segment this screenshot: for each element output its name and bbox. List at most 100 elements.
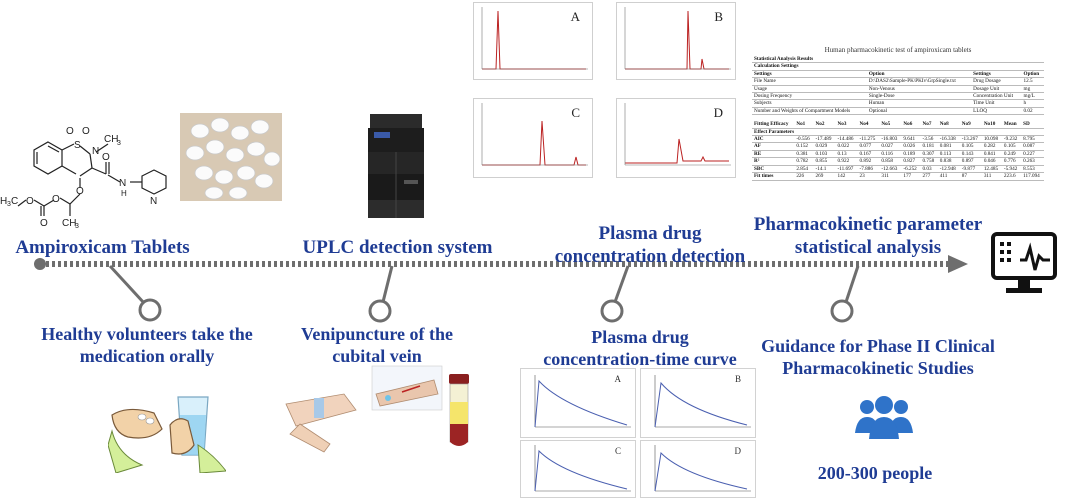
pk-fit-cell: -6.252 bbox=[901, 165, 921, 174]
pk-fit-cell: 2.854 bbox=[794, 165, 814, 174]
pk-settings-cell: 0.02 bbox=[1021, 107, 1044, 116]
pk-fit-cell: -16.338 bbox=[937, 135, 960, 144]
atom-o-carbonate: O bbox=[40, 218, 48, 229]
pk-report: Human pharmacokinetic test of ampiroxica… bbox=[752, 46, 1044, 186]
chromatogram-b: B bbox=[616, 2, 736, 80]
pk-fit-cell: 0.776 bbox=[1001, 157, 1022, 166]
atom-n-pyridine: N bbox=[150, 196, 157, 207]
pk-fit-cell: 223.6 bbox=[1001, 172, 1022, 181]
pk-settings-row: Calculation Settings bbox=[752, 62, 1044, 71]
label-plasma-detection-line2: concentration detection bbox=[554, 246, 746, 268]
pk-fit-cell: SBC bbox=[752, 165, 795, 174]
label-healthy-volunteers-line2: medication orally bbox=[79, 345, 215, 366]
curve-panel-a-label: A bbox=[614, 374, 622, 384]
pk-fit-cell: -3.56 bbox=[920, 135, 938, 144]
pk-settings-cell: Dosing Frequency bbox=[752, 92, 867, 101]
pk-fit-header-cell: No7 bbox=[920, 121, 938, 129]
pk-fit-cell: 0.855 bbox=[813, 157, 836, 166]
atom-o1: O bbox=[66, 126, 74, 137]
pk-fit-cell: Fit times bbox=[752, 172, 795, 181]
atom-n-amide: N bbox=[119, 178, 126, 189]
pk-fit-cell: -12.663 bbox=[879, 165, 902, 174]
label-pk-analysis-line2: statistical analysis bbox=[794, 237, 942, 259]
chromatogram-a: A bbox=[473, 2, 593, 80]
pk-fit-cell: 117.094 bbox=[1021, 172, 1044, 181]
pk-fit-header-cell: No5 bbox=[879, 121, 902, 129]
pk-fit-cell: 8.553 bbox=[1021, 165, 1044, 174]
pk-settings-cell bbox=[866, 56, 972, 64]
pk-settings-row: Statistical Analysis Results bbox=[752, 56, 1044, 64]
pk-fit-cell: -5.942 bbox=[1001, 165, 1022, 174]
chromatogram-d: D bbox=[616, 98, 736, 178]
chromatogram-d-label: D bbox=[713, 105, 723, 120]
pk-settings-cell: LLOQ bbox=[971, 107, 1022, 116]
pk-fit-cell: 177 bbox=[901, 172, 921, 181]
atom-o-ethoxy: O bbox=[26, 196, 34, 207]
pk-settings-cell: Subjects bbox=[752, 99, 867, 108]
pk-fit-cell: 411 bbox=[937, 172, 960, 181]
pk-fit-cell: -0.556 bbox=[794, 135, 814, 144]
label-guidance-line2: Pharmacokinetic Studies bbox=[782, 357, 974, 378]
pk-fit-cell: 0.897 bbox=[959, 157, 982, 166]
pk-fit-cell: -12.948 bbox=[937, 165, 960, 174]
pk-fit-cell: 10.098 bbox=[981, 135, 1002, 144]
pk-fit-cell: 0.152 bbox=[794, 142, 814, 151]
pk-settings-cell: Option bbox=[1021, 70, 1044, 79]
pk-fit-header-cell: No8 bbox=[937, 121, 960, 129]
atom-ch3-top-sub: 3 bbox=[117, 140, 121, 147]
pk-fit-header-cell: No10 bbox=[981, 121, 1002, 129]
pk-settings-cell: Human bbox=[866, 99, 972, 108]
label-concentration-time-curve: Plasma drug concentration-time curve bbox=[530, 327, 750, 371]
curve-panel-c: C bbox=[520, 440, 636, 498]
atom-h3c: H bbox=[0, 196, 7, 207]
atom-s: S bbox=[74, 140, 81, 151]
pk-fit-cell: 0.105 bbox=[1001, 142, 1022, 151]
atom-ch3-bottom: CH bbox=[62, 218, 76, 229]
pk-settings-cell: Drug Dosage bbox=[971, 77, 1022, 86]
label-uplc-system: UPLC detection system bbox=[302, 237, 493, 258]
pk-settings-cell: mg bbox=[1021, 85, 1044, 94]
pk-fit-cell: 226 bbox=[794, 172, 814, 181]
curve-panel-c-label: C bbox=[614, 446, 621, 456]
pk-report-title: Human pharmacokinetic test of ampiroxica… bbox=[824, 46, 972, 54]
label-venipuncture-line1: Venipuncture of the bbox=[300, 324, 453, 344]
pk-fit-cell: 0.026 bbox=[901, 142, 921, 151]
pk-fit-cell: 0.858 bbox=[879, 157, 902, 166]
pk-settings-cell: File Name bbox=[752, 77, 867, 86]
curve-panel-d-label: D bbox=[734, 446, 742, 456]
pk-fit-cell: 311 bbox=[879, 172, 902, 181]
pk-settings-cell: Usage bbox=[752, 85, 867, 94]
timeline-arrowhead bbox=[948, 255, 968, 273]
pk-fit-cell: 0.181 bbox=[920, 142, 938, 151]
pk-fit-cell: 269 bbox=[813, 172, 836, 181]
pk-fit-cell: -9.877 bbox=[959, 165, 982, 174]
pk-fit-cell: 0.263 bbox=[1021, 157, 1044, 166]
ampiroxicam-structure: S O O N CH 3 O N H N O O O CH 3 H 3 C O bbox=[0, 126, 167, 230]
pk-fit-cell: 0.143 bbox=[959, 150, 982, 159]
pk-settings-cell: Calculation Settings bbox=[752, 62, 867, 71]
pk-fit-subheader-row: Effect Parameters bbox=[752, 128, 1044, 137]
pk-settings-cell: Dosage Unit bbox=[971, 85, 1022, 94]
pk-fit-subheader-cell: Effect Parameters bbox=[752, 128, 1044, 137]
label-curve-line1: Plasma drug bbox=[591, 327, 689, 347]
atom-o-ether: O bbox=[76, 186, 84, 197]
pk-fit-cell: 0.381 bbox=[794, 150, 814, 159]
timeline-start-dot bbox=[34, 258, 46, 270]
pk-fit-cell: 0.827 bbox=[901, 157, 921, 166]
pk-settings-cell: mg/L bbox=[1021, 92, 1044, 101]
pk-fit-cell: 0.167 bbox=[857, 150, 880, 159]
pk-fit-cell: 0.758 bbox=[920, 157, 938, 166]
label-pk-analysis: Pharmacokinetic parameter statistical an… bbox=[752, 213, 984, 259]
curve-panel-d: D bbox=[640, 440, 756, 498]
pk-fit-header-cell: Fitting Efficacy bbox=[752, 121, 795, 129]
pk-fit-cell: -7.886 bbox=[857, 165, 880, 174]
label-people-count: 200-300 people bbox=[817, 463, 933, 483]
